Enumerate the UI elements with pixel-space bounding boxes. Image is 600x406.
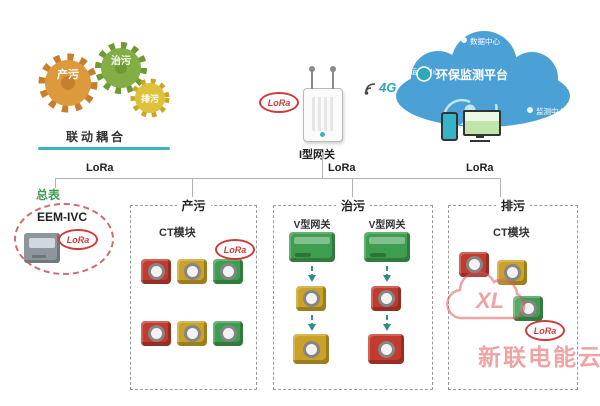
lora-badge-chanwu: LoRa (215, 239, 255, 260)
bus-lora-center: LoRa (328, 162, 356, 174)
ct-hole (219, 263, 237, 280)
signal-arcs-icon (364, 83, 376, 95)
4g-signal: 4G (364, 80, 396, 95)
ct-device-red (459, 252, 489, 277)
gear-label-chanwu: 产污 (57, 67, 79, 81)
box-chanwu: 产污 CT模块 LoRa (130, 197, 257, 390)
antenna-icon (309, 66, 315, 89)
ct-hole (147, 263, 165, 280)
ct-hole (377, 340, 395, 358)
ct-hole (503, 264, 521, 281)
ct-hole (465, 256, 483, 273)
ct-hole (147, 325, 165, 342)
node-person-icon (527, 107, 533, 113)
box-zhiwu: 治污 V型网关 V型网关 (273, 197, 433, 390)
ct-device-yellow (296, 286, 326, 311)
ct-hole (183, 325, 201, 342)
gear-hub (115, 62, 127, 74)
v-gateway-device (364, 232, 410, 262)
ct-hole (302, 340, 320, 358)
bus-line (55, 178, 500, 179)
ct-device-red (141, 259, 171, 284)
gateway-vents (312, 97, 334, 131)
down-arrow (383, 266, 391, 282)
lora-badge-paiwu: LoRa (525, 320, 565, 341)
monitor-icon (463, 110, 501, 142)
box-paiwu: 排污 CT模块 LoRa (448, 197, 578, 390)
box-chanwu-title: 产污 (176, 197, 211, 214)
gateway-drop-line (322, 152, 323, 178)
gear-teeth (95, 42, 147, 94)
lora-badge-gateway: LoRa (259, 92, 299, 113)
down-arrow (308, 315, 316, 331)
node-person-icon (461, 37, 467, 43)
ct-device-red (368, 334, 404, 364)
drop-line-zhiwu (352, 178, 353, 205)
4g-label: 4G (379, 80, 397, 95)
cloud-shape (506, 52, 558, 104)
antenna-icon (330, 66, 336, 89)
i-gateway-device (303, 66, 343, 142)
i-gateway-label: I型网关 (299, 149, 336, 161)
ct-device-red (141, 321, 171, 346)
gear-body (135, 83, 165, 113)
gear-label-zhiwu: 治污 (111, 54, 131, 67)
platform-logo-icon (416, 66, 432, 82)
ct-device-yellow (177, 259, 207, 284)
down-arrow (383, 315, 391, 331)
node-person-icon (401, 67, 407, 73)
drop-line-paiwu (500, 178, 501, 205)
phone-icon (441, 112, 458, 141)
bus-lora-right: LoRa (466, 162, 494, 174)
meter-ellipse (14, 203, 114, 275)
bus-lora-left: LoRa (86, 162, 114, 174)
gears-graphic: 产污 治污 排污 (38, 42, 170, 118)
meter-model: EEM-IVC (36, 210, 87, 224)
gear-hub (61, 76, 75, 90)
v-gateway-device (289, 232, 335, 262)
ct-device-yellow (177, 321, 207, 346)
caption-underline (38, 147, 170, 150)
box-paiwu-title: 排污 (495, 197, 531, 214)
cloud-node-right: 监测中心 (536, 106, 566, 116)
ct-hole (183, 263, 201, 280)
cloud-title: 环保监测平台 (436, 67, 508, 82)
drop-line-chanwu (192, 178, 193, 205)
ct-device-yellow (293, 334, 329, 364)
gear-teeth (38, 53, 98, 113)
ct-device-yellow (497, 260, 527, 285)
ct-module-label: CT模块 (493, 227, 530, 239)
ct-module-label: CT模块 (159, 227, 196, 239)
gateway-led (320, 132, 325, 137)
cloud-node-top: 数据中心 (470, 36, 500, 46)
ct-hole (302, 290, 320, 307)
ct-device-green (513, 296, 543, 321)
gear-teeth (130, 78, 170, 118)
drop-line-meter (55, 178, 56, 188)
lora-badge-meter: LoRa (58, 229, 98, 250)
ct-device-red (371, 286, 401, 311)
gears-caption: 联动耦合 (66, 130, 127, 144)
gear-label-paiwu: 排污 (141, 93, 159, 104)
box-zhiwu-title: 治污 (335, 197, 371, 214)
meter-device (24, 233, 60, 263)
v-gateway-left-label: V型网关 (293, 220, 331, 231)
cloud-shape (451, 31, 517, 97)
ct-hole (377, 290, 395, 307)
ct-hole (219, 325, 237, 342)
cloud-platform: 数据中心 运维中心 监测中心 环保监测平台 (396, 31, 570, 128)
ct-hole (519, 300, 537, 317)
main-meter-label: 总表 (36, 188, 61, 202)
v-gateway-right-label: V型网关 (368, 220, 406, 231)
down-arrow (308, 266, 316, 282)
ct-device-green (213, 321, 243, 346)
ct-device-green (213, 259, 243, 284)
